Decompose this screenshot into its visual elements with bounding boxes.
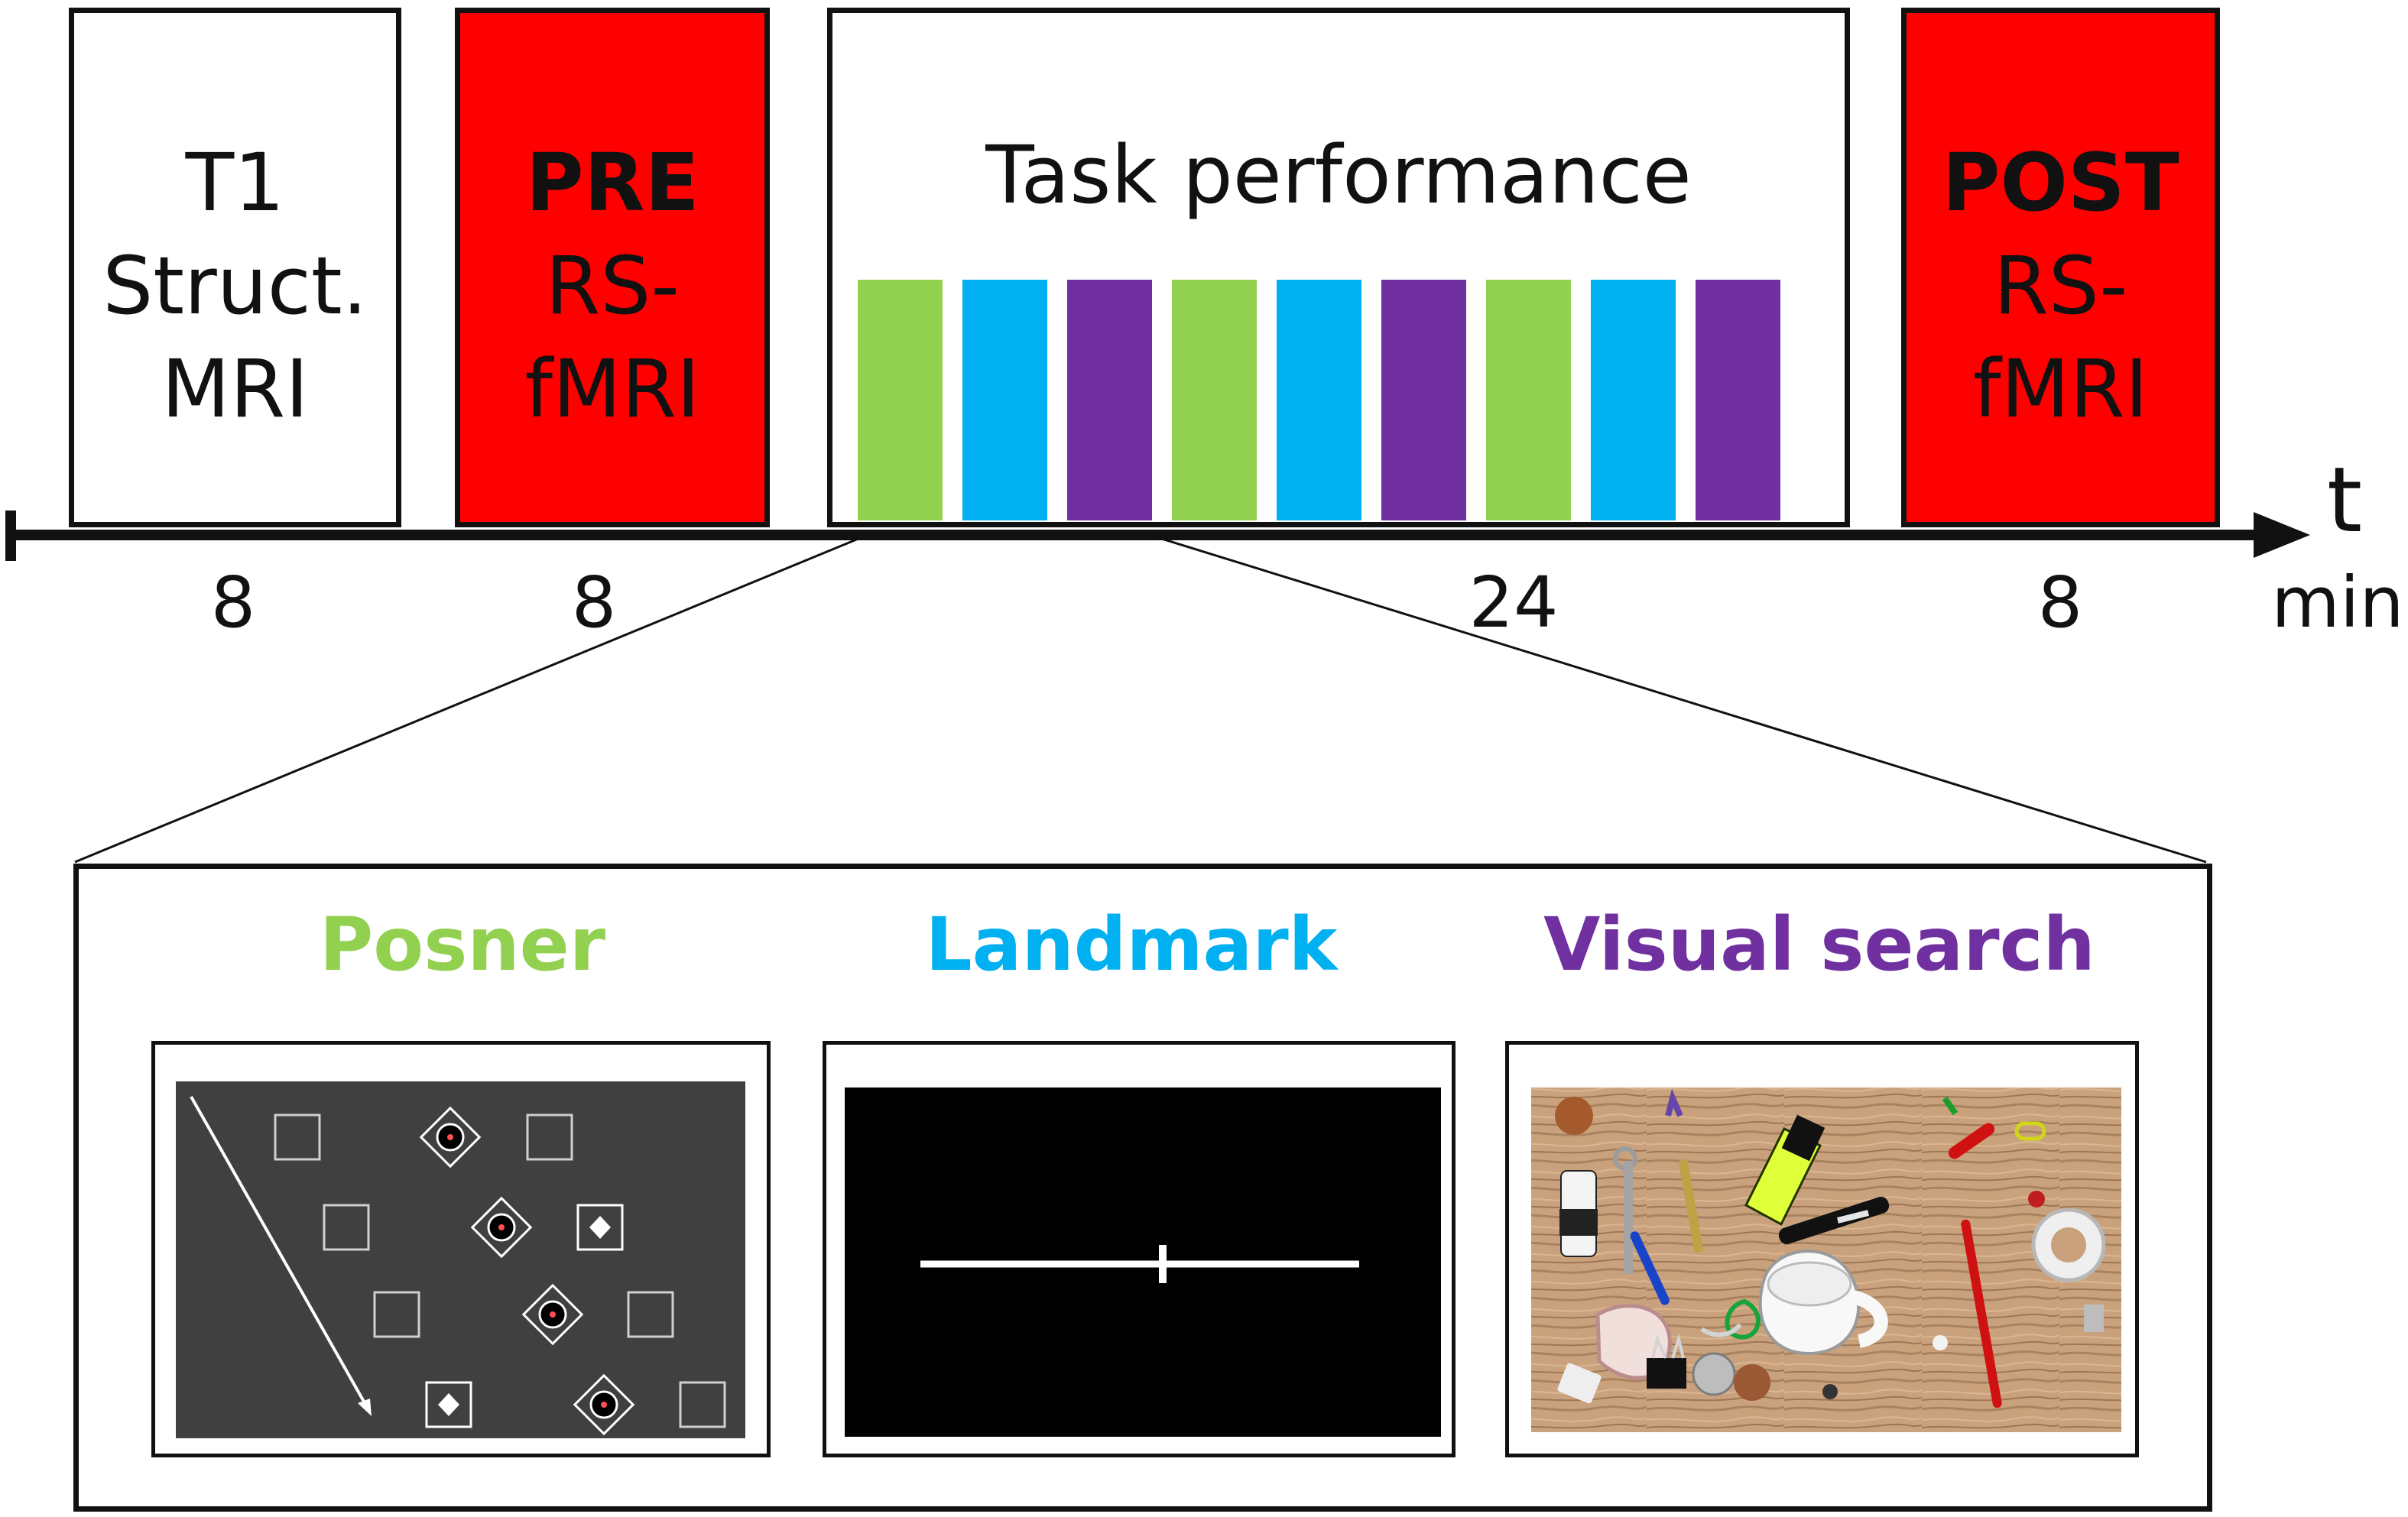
posner-square: [679, 1381, 726, 1428]
post-duration: 8: [2037, 562, 2083, 643]
task-bar-visual_search: [1067, 280, 1152, 520]
pre-label: PRE: [525, 136, 699, 229]
posner-square: [373, 1291, 420, 1338]
post-fmri-label: fMRI: [1972, 342, 2149, 436]
marker-band-icon: [1837, 1210, 1869, 1224]
key-icon: [1678, 1159, 1704, 1253]
coin-icon: [1734, 1364, 1770, 1401]
binder-clip-wire-icon: [1651, 1333, 1685, 1359]
posner-cue-target: [419, 1106, 482, 1169]
pre-rs-label: RS-: [545, 239, 680, 332]
paper-clip-icon: [1700, 1323, 1742, 1337]
pre-rs-fmri-block: PRE RS- fMRI: [455, 8, 770, 527]
posner-title: Posner: [319, 902, 606, 987]
task-bar-landmark: [1277, 280, 1361, 520]
pushpin-icon: [1933, 1335, 1948, 1350]
task-bar-landmark: [962, 280, 1047, 520]
bottle-label-icon: [1559, 1209, 1598, 1236]
posner-square: [627, 1291, 674, 1338]
rubber-band-icon: [1725, 1298, 1761, 1340]
posner-scan-arrowhead: [358, 1399, 372, 1416]
landmark-frame: [823, 1041, 1456, 1457]
t1-structural-block: T1 Struct. MRI: [69, 8, 401, 527]
visual-search-title: Visual search: [1543, 902, 2095, 987]
posner-cue-target: [521, 1283, 584, 1346]
posner-distractor-squares: [274, 1113, 726, 1428]
post-rs-fmri-block: POST RS- fMRI: [1901, 8, 2220, 527]
posner-scan-arrow-line: [190, 1096, 368, 1408]
t1-label: T1: [185, 136, 285, 229]
task-bar-posner: [1486, 280, 1571, 520]
post-rs-label: RS-: [1993, 239, 2128, 332]
binder-clip-icon: [1647, 1358, 1686, 1389]
t1-duration: 8: [210, 562, 256, 643]
mug-handle-icon: [1851, 1290, 1888, 1348]
pushpin-icon: [1942, 1096, 1959, 1116]
pushpin-icon: [1822, 1384, 1838, 1399]
posner-square: [526, 1113, 573, 1161]
posner-square: [274, 1113, 321, 1161]
posner-cue-target: [470, 1196, 533, 1259]
visual-search-frame: [1505, 1041, 2139, 1457]
task-bar-visual_search: [1381, 280, 1466, 520]
pre-fmri-label: fMRI: [524, 342, 700, 436]
coin-icon: [1692, 1352, 1736, 1396]
task-bar-posner: [858, 280, 943, 520]
posner-cue-target: [573, 1373, 635, 1436]
struct-label: Struct.: [102, 239, 368, 332]
pre-duration: 8: [571, 562, 617, 643]
task-performance-label: Task performance: [985, 128, 1692, 222]
posner-square: [323, 1204, 370, 1251]
paper-clip-icon: [2014, 1121, 2046, 1141]
posner-frame: [151, 1041, 771, 1457]
time-unit: min: [2271, 562, 2404, 643]
pen-icon: [1948, 1123, 1995, 1159]
task-bar-landmark: [1591, 280, 1676, 520]
mri-label: MRI: [161, 342, 309, 436]
landmark-title: Landmark: [925, 902, 1338, 987]
eraser-icon: [1557, 1363, 1602, 1404]
zoom-line-left: [74, 535, 865, 864]
zoom-line-right: [1154, 535, 2207, 864]
key-icon: [1624, 1161, 1633, 1274]
task-bar-visual_search: [1696, 280, 1780, 520]
axis-arrowhead: [2254, 512, 2310, 558]
time-symbol: t: [2326, 447, 2363, 553]
pushpin-icon: [2028, 1191, 2045, 1207]
task-duration: 24: [1468, 562, 1559, 643]
sharpener-icon: [2084, 1305, 2104, 1332]
posner-filled-diamond-squares: [425, 1204, 624, 1428]
visual-search-stimulus: [1531, 1088, 2121, 1432]
posner-stimulus: [176, 1081, 745, 1438]
task-bar-posner: [1172, 280, 1257, 520]
posner-diamond-targets: [419, 1106, 635, 1436]
coin-icon: [1555, 1097, 1593, 1135]
post-label: POST: [1942, 136, 2179, 229]
mug-opening-icon: [1767, 1261, 1852, 1307]
pencil-icon: [1961, 1219, 2002, 1408]
tape-roll-core-icon: [2051, 1227, 2086, 1263]
marker-icon: [1778, 1196, 1890, 1245]
pushpin-icon: [1665, 1088, 1683, 1117]
pen-icon: [1630, 1231, 1670, 1305]
highlighter-cap-icon: [1781, 1114, 1825, 1162]
landmark-stimulus: [845, 1088, 1441, 1437]
